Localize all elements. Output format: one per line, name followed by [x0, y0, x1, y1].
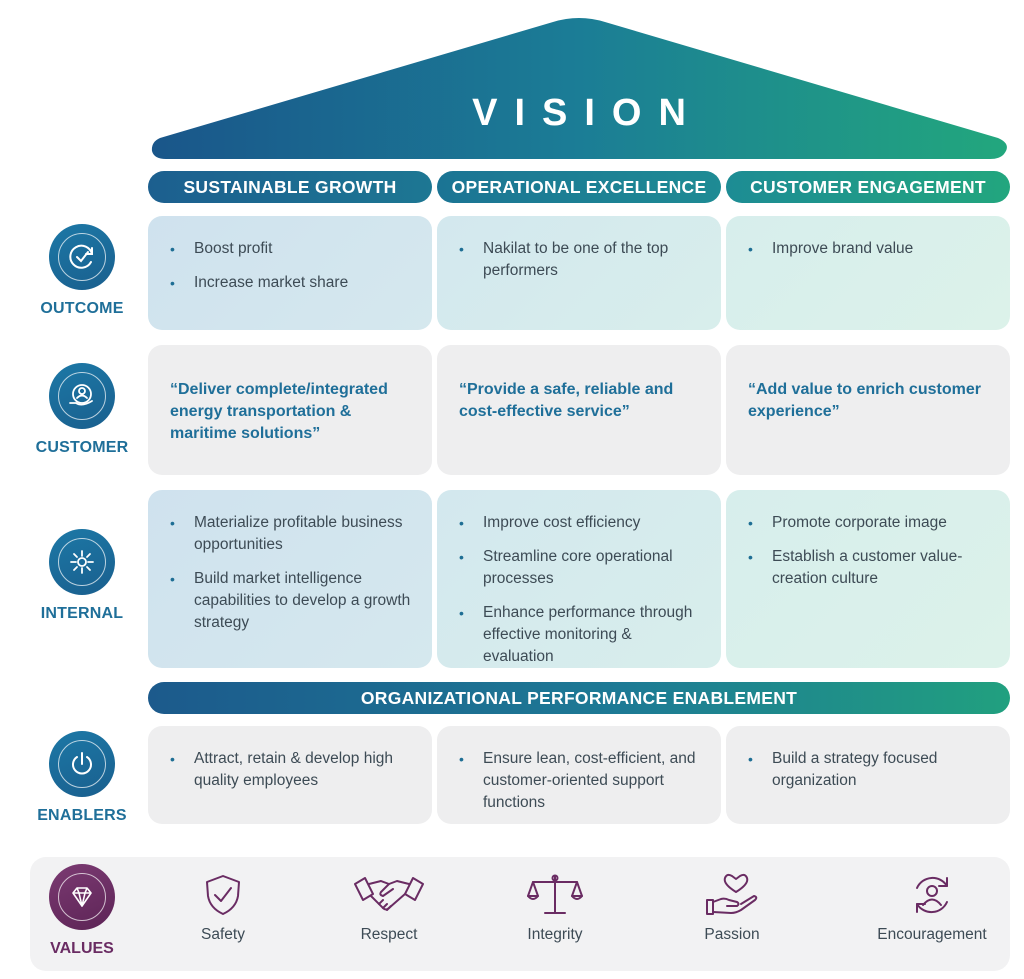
outcome-cell-customer-engagement: Improve brand value [726, 216, 1010, 330]
customer-cell-customer-engagement: “Add value to enrich customer experience… [726, 345, 1010, 475]
scales-icon [527, 874, 583, 914]
shield-check-icon [206, 875, 240, 915]
value-label: Integrity [527, 926, 583, 943]
values-bar [30, 857, 1010, 971]
value-label: Passion [704, 926, 760, 943]
list-item: Establish a customer value-creation cult… [748, 546, 992, 590]
handshake-icon [354, 877, 424, 911]
outcome-icon [49, 224, 115, 290]
customer-cell-sustainable-growth: “Deliver complete/integrated energy tran… [148, 345, 432, 475]
row-label-internal: INTERNAL [40, 605, 124, 622]
vision-roof [151, 18, 1007, 159]
vision-title: VISION [472, 92, 703, 134]
internal-cell-operational-excellence: Improve cost efficiency Streamline core … [437, 490, 721, 668]
value-respect: Respect [314, 872, 464, 944]
column-header-sustainable-growth: SUSTAINABLE GROWTH [148, 171, 432, 203]
row-label-outcome: OUTCOME [40, 300, 124, 317]
list-item: Enhance performance through effective mo… [459, 602, 703, 668]
value-encouragement: Encouragement [857, 872, 1007, 944]
list-item: Build a strategy focused organization [748, 748, 992, 792]
value-integrity: Integrity [480, 872, 630, 944]
internal-icon [49, 529, 115, 595]
list-item: Improve brand value [748, 238, 992, 260]
outcome-cell-operational-excellence: Nakilat to be one of the top performers [437, 216, 721, 330]
value-label: Encouragement [877, 926, 987, 943]
value-passion: Passion [657, 872, 807, 944]
internal-cell-customer-engagement: Promote corporate image Establish a cust… [726, 490, 1010, 668]
value-label: Safety [201, 926, 245, 943]
customer-quote: “Provide a safe, reliable and cost-effec… [459, 381, 674, 420]
enablers-cell-operational-excellence: Ensure lean, cost-efficient, and custome… [437, 726, 721, 824]
enablers-cell-customer-engagement: Build a strategy focused organization [726, 726, 1010, 824]
value-safety: Safety [148, 872, 298, 944]
enablers-icon [49, 731, 115, 797]
values-label: VALUES [50, 940, 114, 957]
row-label-customer: CUSTOMER [35, 439, 129, 456]
customer-icon [49, 363, 115, 429]
customer-quote: “Add value to enrich customer experience… [748, 381, 981, 420]
list-item: Nakilat to be one of the top performers [459, 238, 703, 282]
list-item: Promote corporate image [748, 512, 992, 534]
list-item: Boost profit [170, 238, 414, 260]
list-item: Streamline core operational processes [459, 546, 703, 590]
diamond-icon [49, 864, 115, 930]
internal-cell-sustainable-growth: Materialize profitable business opportun… [148, 490, 432, 668]
enablers-cell-sustainable-growth: Attract, retain & develop high quality e… [148, 726, 432, 824]
column-header-customer-engagement: CUSTOMER ENGAGEMENT [726, 171, 1010, 203]
list-item: Increase market share [170, 272, 414, 294]
list-item: Ensure lean, cost-efficient, and custome… [459, 748, 703, 814]
list-item: Attract, retain & develop high quality e… [170, 748, 414, 792]
outcome-cell-sustainable-growth: Boost profit Increase market share [148, 216, 432, 330]
list-item: Build market intelligence capabilities t… [170, 568, 414, 634]
value-label: Respect [360, 926, 418, 943]
column-header-operational-excellence: OPERATIONAL EXCELLENCE [437, 171, 721, 203]
row-label-enablers: ENABLERS [37, 807, 127, 824]
customer-quote: “Deliver complete/integrated energy tran… [170, 381, 388, 442]
list-item: Improve cost efficiency [459, 512, 703, 534]
list-item: Materialize profitable business opportun… [170, 512, 414, 556]
customer-cell-operational-excellence: “Provide a safe, reliable and cost-effec… [437, 345, 721, 475]
hand-heart-icon [706, 873, 758, 915]
person-cycle-icon [916, 876, 948, 914]
enablement-header: ORGANIZATIONAL PERFORMANCE ENABLEMENT [148, 682, 1010, 714]
